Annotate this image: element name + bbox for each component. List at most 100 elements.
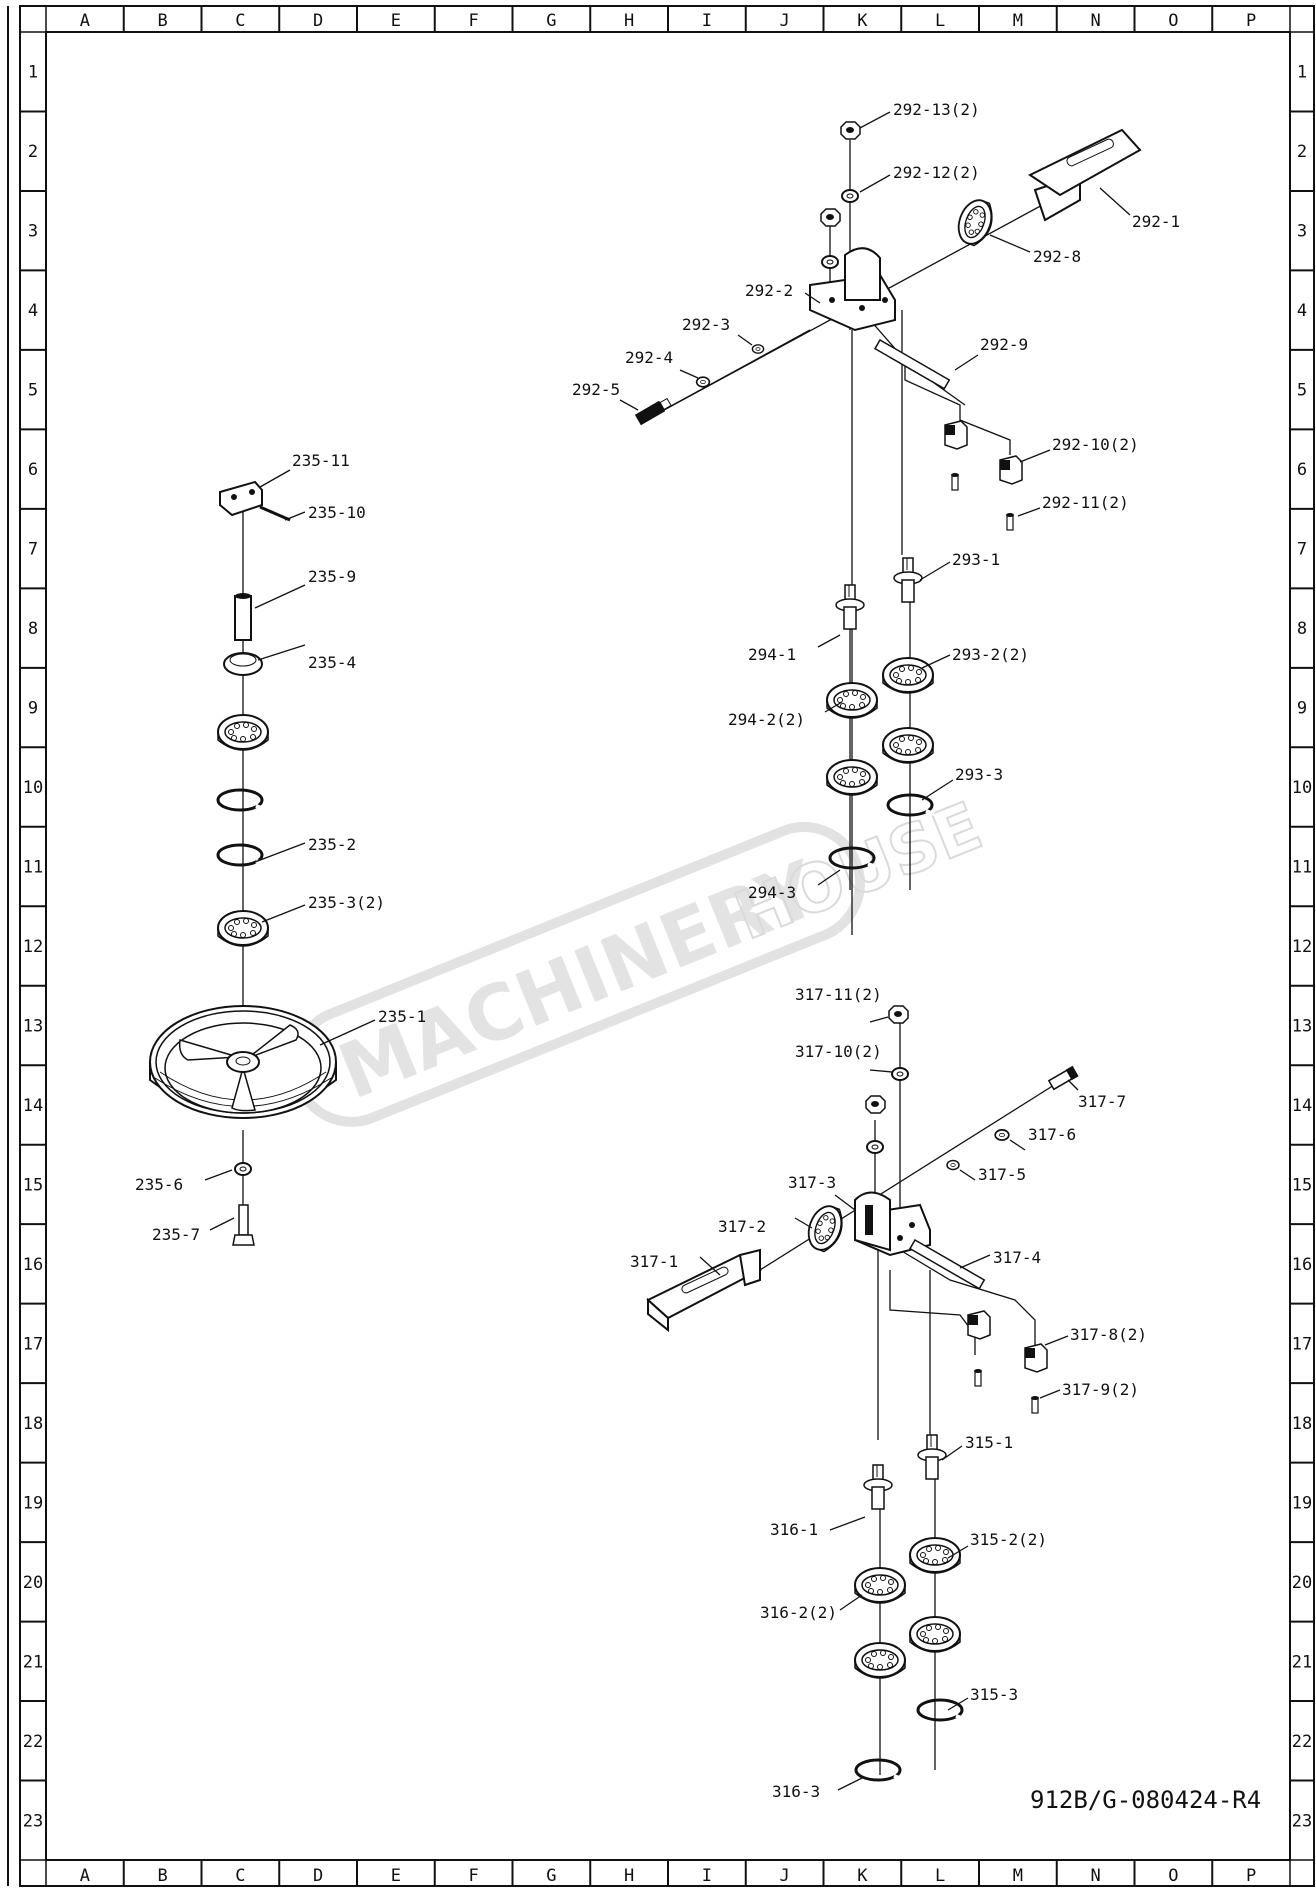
screw-317-9-left (973, 1368, 983, 1387)
guide-block-292-2 (809, 247, 896, 332)
column-label-top: D (313, 11, 323, 31)
screw-292-11-right (1005, 512, 1015, 531)
bearing-293-2-lower (882, 727, 934, 764)
column-label-bottom: H (624, 1866, 634, 1886)
row-label-right: 5 (1297, 381, 1307, 401)
row-label-right: 21 (1292, 1652, 1312, 1672)
column-label-bottom: A (80, 1866, 90, 1886)
part-callouts: 292-13(2) 292-12(2) 292-1 292-8 292-2 29… (135, 100, 1180, 1801)
label-292-13: 292-13(2) (893, 100, 980, 119)
column-label-bottom: E (391, 1866, 401, 1886)
column-label-top: F (469, 11, 479, 31)
assembly-292 (634, 121, 1142, 870)
column-label-top: N (1091, 11, 1101, 31)
drawing-number: 912B/G-080424-R4 (1030, 1786, 1261, 1814)
pulley-235-1 (149, 1005, 337, 1119)
grid-divisions (20, 6, 1314, 1886)
clamp-317-8-right (1024, 1343, 1048, 1373)
row-label-left: 3 (28, 222, 38, 242)
shaft-293-1 (893, 557, 923, 603)
sleeve-235-9 (234, 593, 252, 641)
label-235-11: 235-11 (292, 451, 350, 470)
column-label-top: H (624, 11, 634, 31)
bolt-235-7 (232, 1204, 255, 1246)
bolt-292-5 (634, 397, 672, 426)
column-label-bottom: K (857, 1866, 868, 1886)
label-294-2: 294-2(2) (728, 710, 805, 729)
washer-317-icon (866, 1140, 884, 1154)
label-292-10: 292-10(2) (1052, 435, 1139, 454)
retaining-ring-315-3 (916, 1698, 966, 1722)
column-label-top: J (780, 11, 790, 31)
label-235-4: 235-4 (308, 653, 356, 672)
retaining-ring-235-2 (216, 843, 266, 867)
row-label-left: 19 (23, 1493, 43, 1513)
shaft-317-4 (908, 1238, 986, 1290)
nut-317-11-icon (888, 1005, 909, 1024)
row-label-right: 13 (1292, 1016, 1312, 1036)
label-293-2: 293-2(2) (952, 645, 1029, 664)
shaft-315-1 (917, 1434, 947, 1480)
row-label-right: 4 (1297, 301, 1307, 321)
row-label-left: 8 (28, 619, 38, 639)
label-235-10: 235-10 (308, 503, 366, 522)
bearing-317-2 (802, 1200, 849, 1256)
nut-317-icon (865, 1095, 886, 1114)
row-label-right: 17 (1292, 1334, 1312, 1354)
column-label-bottom: G (546, 1866, 556, 1886)
row-label-left: 7 (28, 540, 38, 560)
row-label-right: 20 (1292, 1573, 1312, 1593)
column-label-bottom: J (780, 1866, 790, 1886)
label-317-10: 317-10(2) (795, 1042, 882, 1061)
row-label-right: 15 (1292, 1175, 1312, 1195)
row-label-right: 18 (1292, 1414, 1312, 1434)
column-label-top: M (1013, 11, 1023, 31)
bearing-235-upper (217, 714, 269, 751)
washer-292-3-icon (751, 344, 765, 354)
column-label-top: A (80, 11, 90, 31)
row-label-right: 9 (1297, 699, 1307, 719)
clamp-317-8-left (967, 1310, 991, 1340)
label-292-9: 292-9 (980, 335, 1028, 354)
label-292-8: 292-8 (1033, 247, 1081, 266)
label-235-1: 235-1 (378, 1007, 426, 1026)
label-317-8: 317-8(2) (1070, 1325, 1147, 1344)
row-label-left: 11 (23, 858, 43, 878)
column-label-bottom: F (469, 1866, 479, 1886)
bearing-292-8 (952, 194, 999, 250)
column-label-top: L (935, 11, 945, 31)
washer-235-6-icon (234, 1162, 252, 1176)
nut-292-13-icon (840, 121, 861, 140)
washer-292-12-icon (841, 189, 859, 203)
pin-235-10 (259, 505, 291, 522)
column-label-bottom: L (935, 1866, 945, 1886)
bearing-235-3 (217, 910, 269, 947)
assembly-317 (646, 1005, 1079, 1782)
assembly-235 (149, 480, 337, 1246)
column-label-bottom: P (1246, 1866, 1256, 1886)
retaining-ring-235-upper (216, 788, 266, 812)
clamp-292-10-right (999, 455, 1023, 485)
row-label-right: 12 (1292, 937, 1312, 957)
label-315-3: 315-3 (970, 1685, 1018, 1704)
label-292-4: 292-4 (625, 348, 673, 367)
spacer-235-4 (223, 652, 263, 676)
shaft-316-1 (863, 1464, 893, 1510)
label-317-6: 317-6 (1028, 1125, 1076, 1144)
row-label-left: 6 (28, 460, 38, 480)
washer-317-5-icon (946, 1159, 960, 1171)
guide-block-317-3 (854, 1191, 931, 1257)
column-label-bottom: B (158, 1866, 168, 1886)
label-235-3: 235-3(2) (308, 893, 385, 912)
callout-leaders (204, 111, 1131, 1791)
bearing-316-2-upper (854, 1567, 906, 1604)
row-label-left: 12 (23, 937, 43, 957)
bearing-294-2-lower (826, 759, 878, 796)
label-317-4: 317-4 (993, 1248, 1041, 1267)
label-293-3: 293-3 (955, 765, 1003, 784)
bearing-315-2-lower (909, 1616, 961, 1653)
label-294-1: 294-1 (748, 645, 796, 664)
label-292-5: 292-5 (572, 380, 620, 399)
label-315-2: 315-2(2) (970, 1530, 1047, 1549)
